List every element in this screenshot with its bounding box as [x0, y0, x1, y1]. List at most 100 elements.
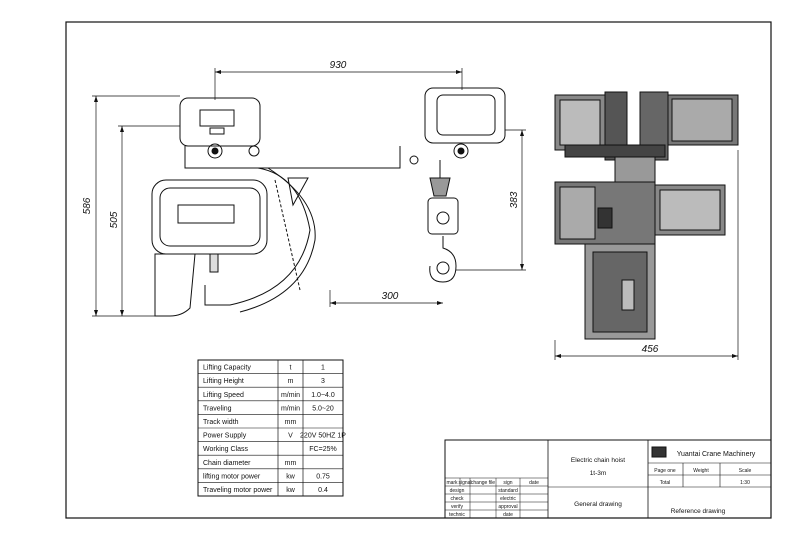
title-block-text: Electric chain hoist 1t-3m Yuantai Crane…: [446, 451, 755, 518]
spec-label: Chain diameter: [203, 460, 251, 467]
side-connector: [614, 156, 656, 183]
scale-value: 1:30: [740, 480, 750, 486]
spec-label: Lifting Height: [203, 378, 244, 385]
hoist-body-panel: [177, 204, 235, 224]
drawing-title: Electric chain hoist: [571, 457, 625, 464]
hook-eye: [436, 261, 450, 275]
spec-value: 3: [321, 378, 325, 385]
right-trolley-body: [424, 87, 506, 144]
arrow-586-top: [94, 96, 98, 102]
spec-unit: kw: [286, 487, 296, 494]
front-dimension-lines: [92, 68, 526, 317]
dim-300-label: 300: [382, 291, 399, 302]
side-hook-block: [621, 279, 635, 311]
drawing-model: 1t-3m: [590, 470, 607, 477]
spec-label: lifting motor power: [203, 473, 261, 480]
dim-505-label: 505: [109, 211, 120, 228]
arrow-300-left: [330, 301, 336, 305]
arrow-930-left: [215, 70, 221, 74]
side-dimension-arrows: [555, 354, 738, 358]
side-rail: [564, 144, 666, 158]
right-trolley-wheel: [453, 143, 469, 159]
spec-value: 5.0~20: [312, 405, 334, 412]
rev-header-date: date: [529, 480, 539, 486]
left-trolley-wheel: [207, 143, 223, 159]
rev-header-signal: signal: [458, 480, 471, 486]
spec-label: Working Class: [203, 446, 248, 453]
arrow-456-right: [732, 354, 738, 358]
left-trolley-wheel-2: [248, 145, 260, 157]
left-trolley-wheel-hub: [211, 147, 219, 155]
side-chain-box-inner: [592, 251, 648, 333]
title-block-frame: [444, 439, 772, 519]
role-technic: technic: [449, 512, 465, 518]
arrow-505-top: [120, 126, 124, 132]
side-hoist-motor-face: [659, 189, 721, 231]
spec-unit: mm: [285, 460, 297, 467]
side-hoist-cap: [559, 186, 596, 240]
left-trolley-body: [179, 97, 261, 147]
dim-930-label: 930: [330, 60, 347, 71]
col-scale-label: Scale: [739, 468, 752, 474]
col-page-label: Page one: [654, 468, 676, 474]
role-design: design: [450, 488, 465, 494]
spec-value: 0.4: [318, 487, 328, 494]
approval-electric: electric: [500, 496, 516, 502]
arrow-383-bottom: [520, 264, 524, 270]
beam-curve-inner: [239, 167, 316, 313]
beam-centerline: [274, 179, 301, 291]
chain-drop-block: [209, 253, 219, 273]
spec-label: Traveling: [203, 405, 232, 412]
side-control-box: [597, 207, 613, 229]
spec-unit: m/min: [281, 405, 300, 412]
spec-unit: m/min: [281, 392, 300, 399]
spec-value: 1: [321, 365, 325, 372]
role-check: check: [450, 496, 464, 502]
spec-label: Lifting Speed: [203, 392, 244, 399]
hook-spring: [429, 177, 451, 197]
title-block: [444, 439, 772, 519]
rev-header-change-file: change file: [471, 480, 495, 486]
beam-gusset: [287, 177, 309, 207]
spec-unit: t: [290, 365, 292, 372]
col-weight-label: Weight: [693, 468, 709, 474]
arrow-505-bottom: [120, 310, 124, 316]
spec-label: Track width: [203, 419, 239, 426]
beam-arm: [184, 146, 401, 169]
front-view: [151, 87, 506, 317]
spec-value: 220V 50HZ 1P: [300, 433, 346, 440]
front-dimension-arrows: [94, 70, 524, 316]
hook: [429, 236, 457, 283]
left-trolley-slot: [209, 127, 225, 135]
right-trolley-wheel-hub: [457, 147, 465, 155]
left-trolley-window: [199, 109, 235, 127]
dim-586-label: 586: [82, 197, 93, 214]
spec-unit: kw: [286, 473, 296, 480]
arrow-456-left: [555, 354, 561, 358]
rev-header-mark: mark: [446, 480, 458, 486]
rev-header-sign: sign: [503, 480, 512, 486]
spec-value: 0.75: [316, 473, 330, 480]
arrow-300-right: [437, 301, 443, 305]
arrow-930-right: [456, 70, 462, 74]
spec-label: Lifting Capacity: [203, 365, 251, 372]
dim-456-label: 456: [642, 344, 659, 355]
arrow-383-top: [520, 130, 524, 136]
company-name: Yuantai Crane Machinery: [677, 451, 756, 458]
spec-unit: m: [288, 378, 294, 385]
side-motor-left-face: [559, 99, 601, 146]
reference-drawing-label: Reference drawing: [671, 508, 726, 515]
sheet-border: [65, 21, 772, 519]
total-label: Total: [660, 480, 671, 486]
hook-pulley: [436, 211, 450, 225]
spec-value: FC=25%: [309, 446, 336, 453]
spec-unit: V: [288, 433, 293, 440]
spec-unit: mm: [285, 419, 297, 426]
hook-block: [427, 197, 459, 235]
dim-383-label: 383: [509, 191, 520, 208]
company-logo-icon: [651, 446, 667, 458]
side-view: [554, 91, 739, 340]
approval-approval: approval: [498, 504, 517, 510]
